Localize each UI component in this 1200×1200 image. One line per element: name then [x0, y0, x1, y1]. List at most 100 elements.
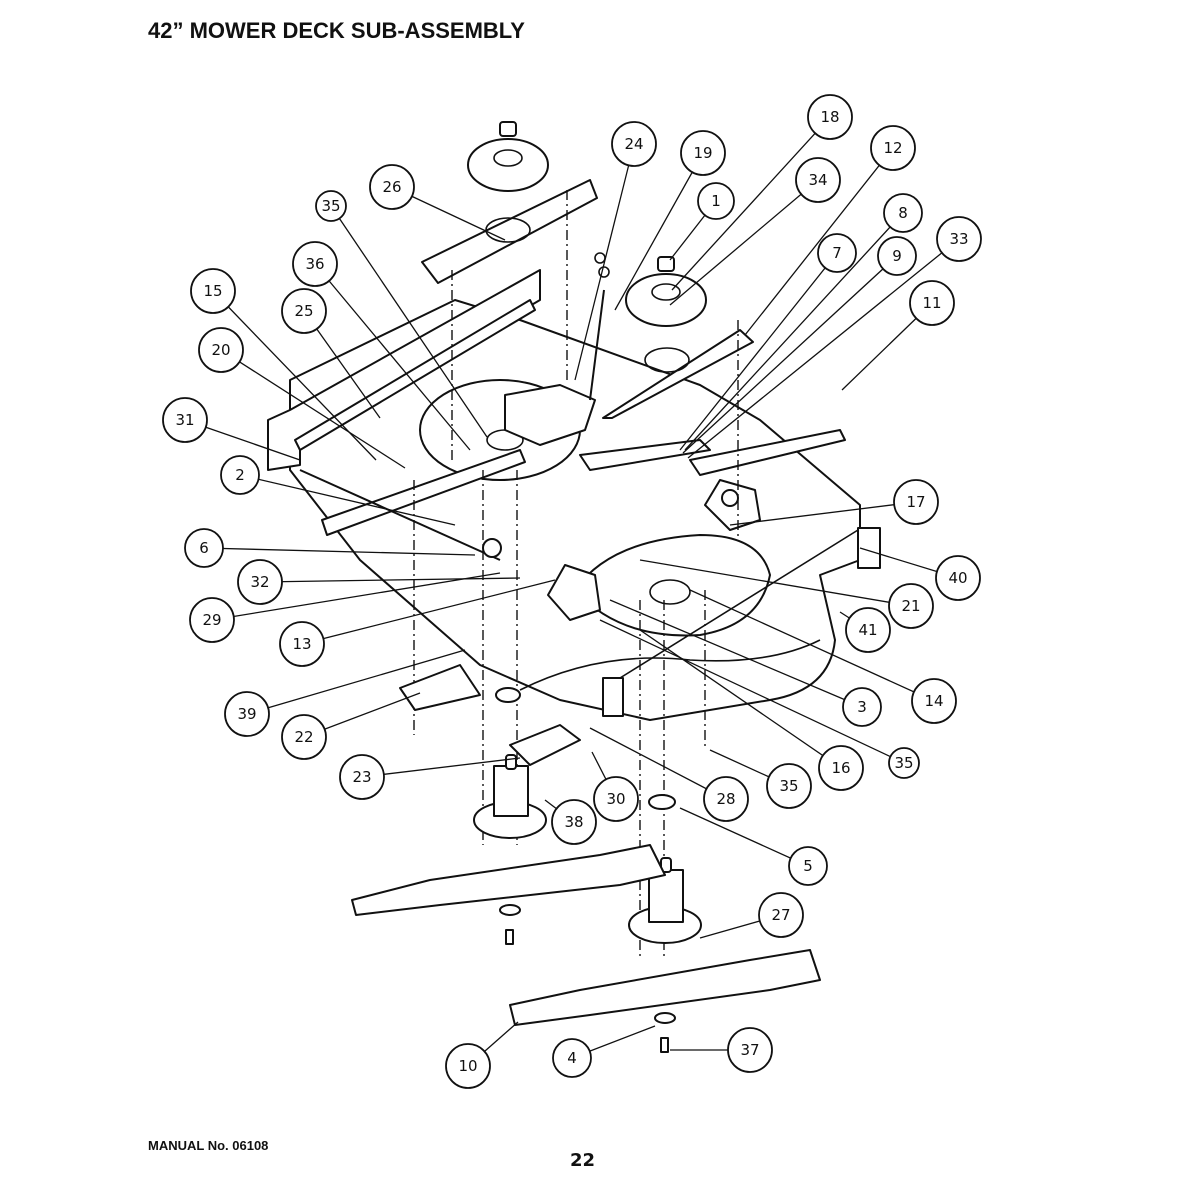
callout-c11: 11	[909, 280, 955, 326]
right-blade-washers-bolt	[654, 1012, 676, 1053]
callout-c16: 16	[818, 745, 864, 791]
callout-label: 19	[693, 144, 712, 162]
leader-line-c36	[314, 263, 471, 451]
callout-label: 38	[564, 813, 583, 831]
leader-line-c21	[639, 559, 912, 607]
right-spindle-pulley	[625, 256, 707, 327]
callout-label: 12	[883, 139, 902, 157]
rear-baffle-plate	[399, 664, 481, 711]
callout-c39: 39	[224, 691, 270, 737]
callout-c27: 27	[758, 892, 804, 938]
callout-c41: 41	[845, 607, 891, 653]
callout-c13: 13	[279, 621, 325, 667]
callout-label: 1	[711, 192, 721, 210]
front-pivot-rod	[299, 449, 601, 621]
callout-label: 22	[294, 728, 313, 746]
callout-c20: 20	[198, 327, 244, 373]
callout-c23: 23	[339, 754, 385, 800]
callout-c26: 26	[369, 164, 415, 210]
callout-c31: 31	[162, 397, 208, 443]
callout-label: 24	[624, 135, 643, 153]
left-belt-guard	[421, 179, 598, 284]
callout-c36: 36	[292, 241, 338, 287]
leader-line-c19	[614, 152, 704, 311]
callout-c4: 4	[552, 1038, 592, 1078]
callout-c8: 8	[883, 193, 923, 233]
callout-label: 35	[321, 197, 340, 215]
callout-label: 33	[949, 230, 968, 248]
leader-line-c6	[203, 547, 476, 556]
callout-c32: 32	[237, 559, 283, 605]
leader-line-c3	[609, 599, 863, 708]
callout-label: 29	[202, 611, 221, 629]
leader-line-c17	[729, 501, 917, 526]
callout-label: 6	[199, 539, 209, 557]
callout-c21: 21	[888, 583, 934, 629]
callout-label: 13	[292, 635, 311, 653]
callout-label: 16	[831, 759, 850, 777]
callout-c22: 22	[281, 714, 327, 760]
callout-label: 25	[294, 302, 313, 320]
callout-label: 17	[906, 493, 925, 511]
page-number: 22	[570, 1150, 596, 1171]
callout-c24: 24	[611, 121, 657, 167]
callout-c18: 18	[807, 94, 853, 140]
left-blade-washers-bolt	[499, 904, 521, 945]
callout-label: 4	[567, 1049, 577, 1067]
manual-number: MANUAL No. 06108	[148, 1138, 269, 1153]
right-spindle-housing	[628, 857, 702, 944]
page-title: 42” MOWER DECK SUB-ASSEMBLY	[148, 18, 525, 43]
callout-c5: 5	[788, 846, 828, 886]
callout-label: 9	[892, 247, 902, 265]
leader-line-c34	[669, 179, 819, 306]
left-spindle-housing	[473, 754, 547, 839]
leader-line-c2	[239, 474, 456, 526]
callout-c38: 38	[551, 799, 597, 845]
callout-label: 14	[924, 692, 943, 710]
leader-line-c20	[220, 349, 406, 469]
callout-label: 8	[898, 204, 908, 222]
callout-c35c: 35	[766, 763, 812, 809]
callout-c30: 30	[593, 776, 639, 822]
callout-c7: 7	[817, 233, 857, 273]
callout-c37: 37	[727, 1027, 773, 1073]
callout-label: 15	[203, 282, 222, 300]
leader-line-c5	[679, 807, 809, 867]
callout-c6: 6	[184, 528, 224, 568]
callout-c9: 9	[877, 236, 917, 276]
callout-c2: 2	[220, 455, 260, 495]
callout-c29: 29	[189, 597, 235, 643]
leader-line-c33	[687, 238, 960, 459]
callout-c15: 15	[190, 268, 236, 314]
callout-c14: 14	[911, 678, 957, 724]
callout-c34: 34	[795, 157, 841, 203]
callout-label: 3	[857, 698, 867, 716]
callout-label: 28	[716, 790, 735, 808]
leader-line-c28	[589, 727, 727, 800]
callout-label: 34	[808, 171, 827, 189]
callout-c17: 17	[893, 479, 939, 525]
callout-label: 40	[948, 569, 967, 587]
callout-c35b: 35	[888, 747, 920, 779]
leader-line-c32	[259, 577, 521, 583]
callout-label: 41	[858, 621, 877, 639]
callout-c12: 12	[870, 125, 916, 171]
callout-label: 21	[901, 597, 920, 615]
leader-line-c16	[639, 629, 842, 769]
leader-line-c23	[361, 757, 521, 778]
leader-line-c18	[671, 116, 831, 291]
spacer-washer	[495, 687, 521, 703]
callout-label: 7	[832, 244, 842, 262]
assembly-center-lines	[413, 190, 739, 960]
leader-line-c35a	[330, 205, 488, 438]
callout-c28: 28	[703, 776, 749, 822]
callout-c19: 19	[680, 130, 726, 176]
callout-label: 26	[382, 178, 401, 196]
left-spindle-pulley	[467, 121, 549, 192]
callout-label: 20	[211, 341, 230, 359]
callout-label: 23	[352, 768, 371, 786]
leader-line-c12	[744, 147, 894, 336]
callout-label: 2	[235, 466, 245, 484]
